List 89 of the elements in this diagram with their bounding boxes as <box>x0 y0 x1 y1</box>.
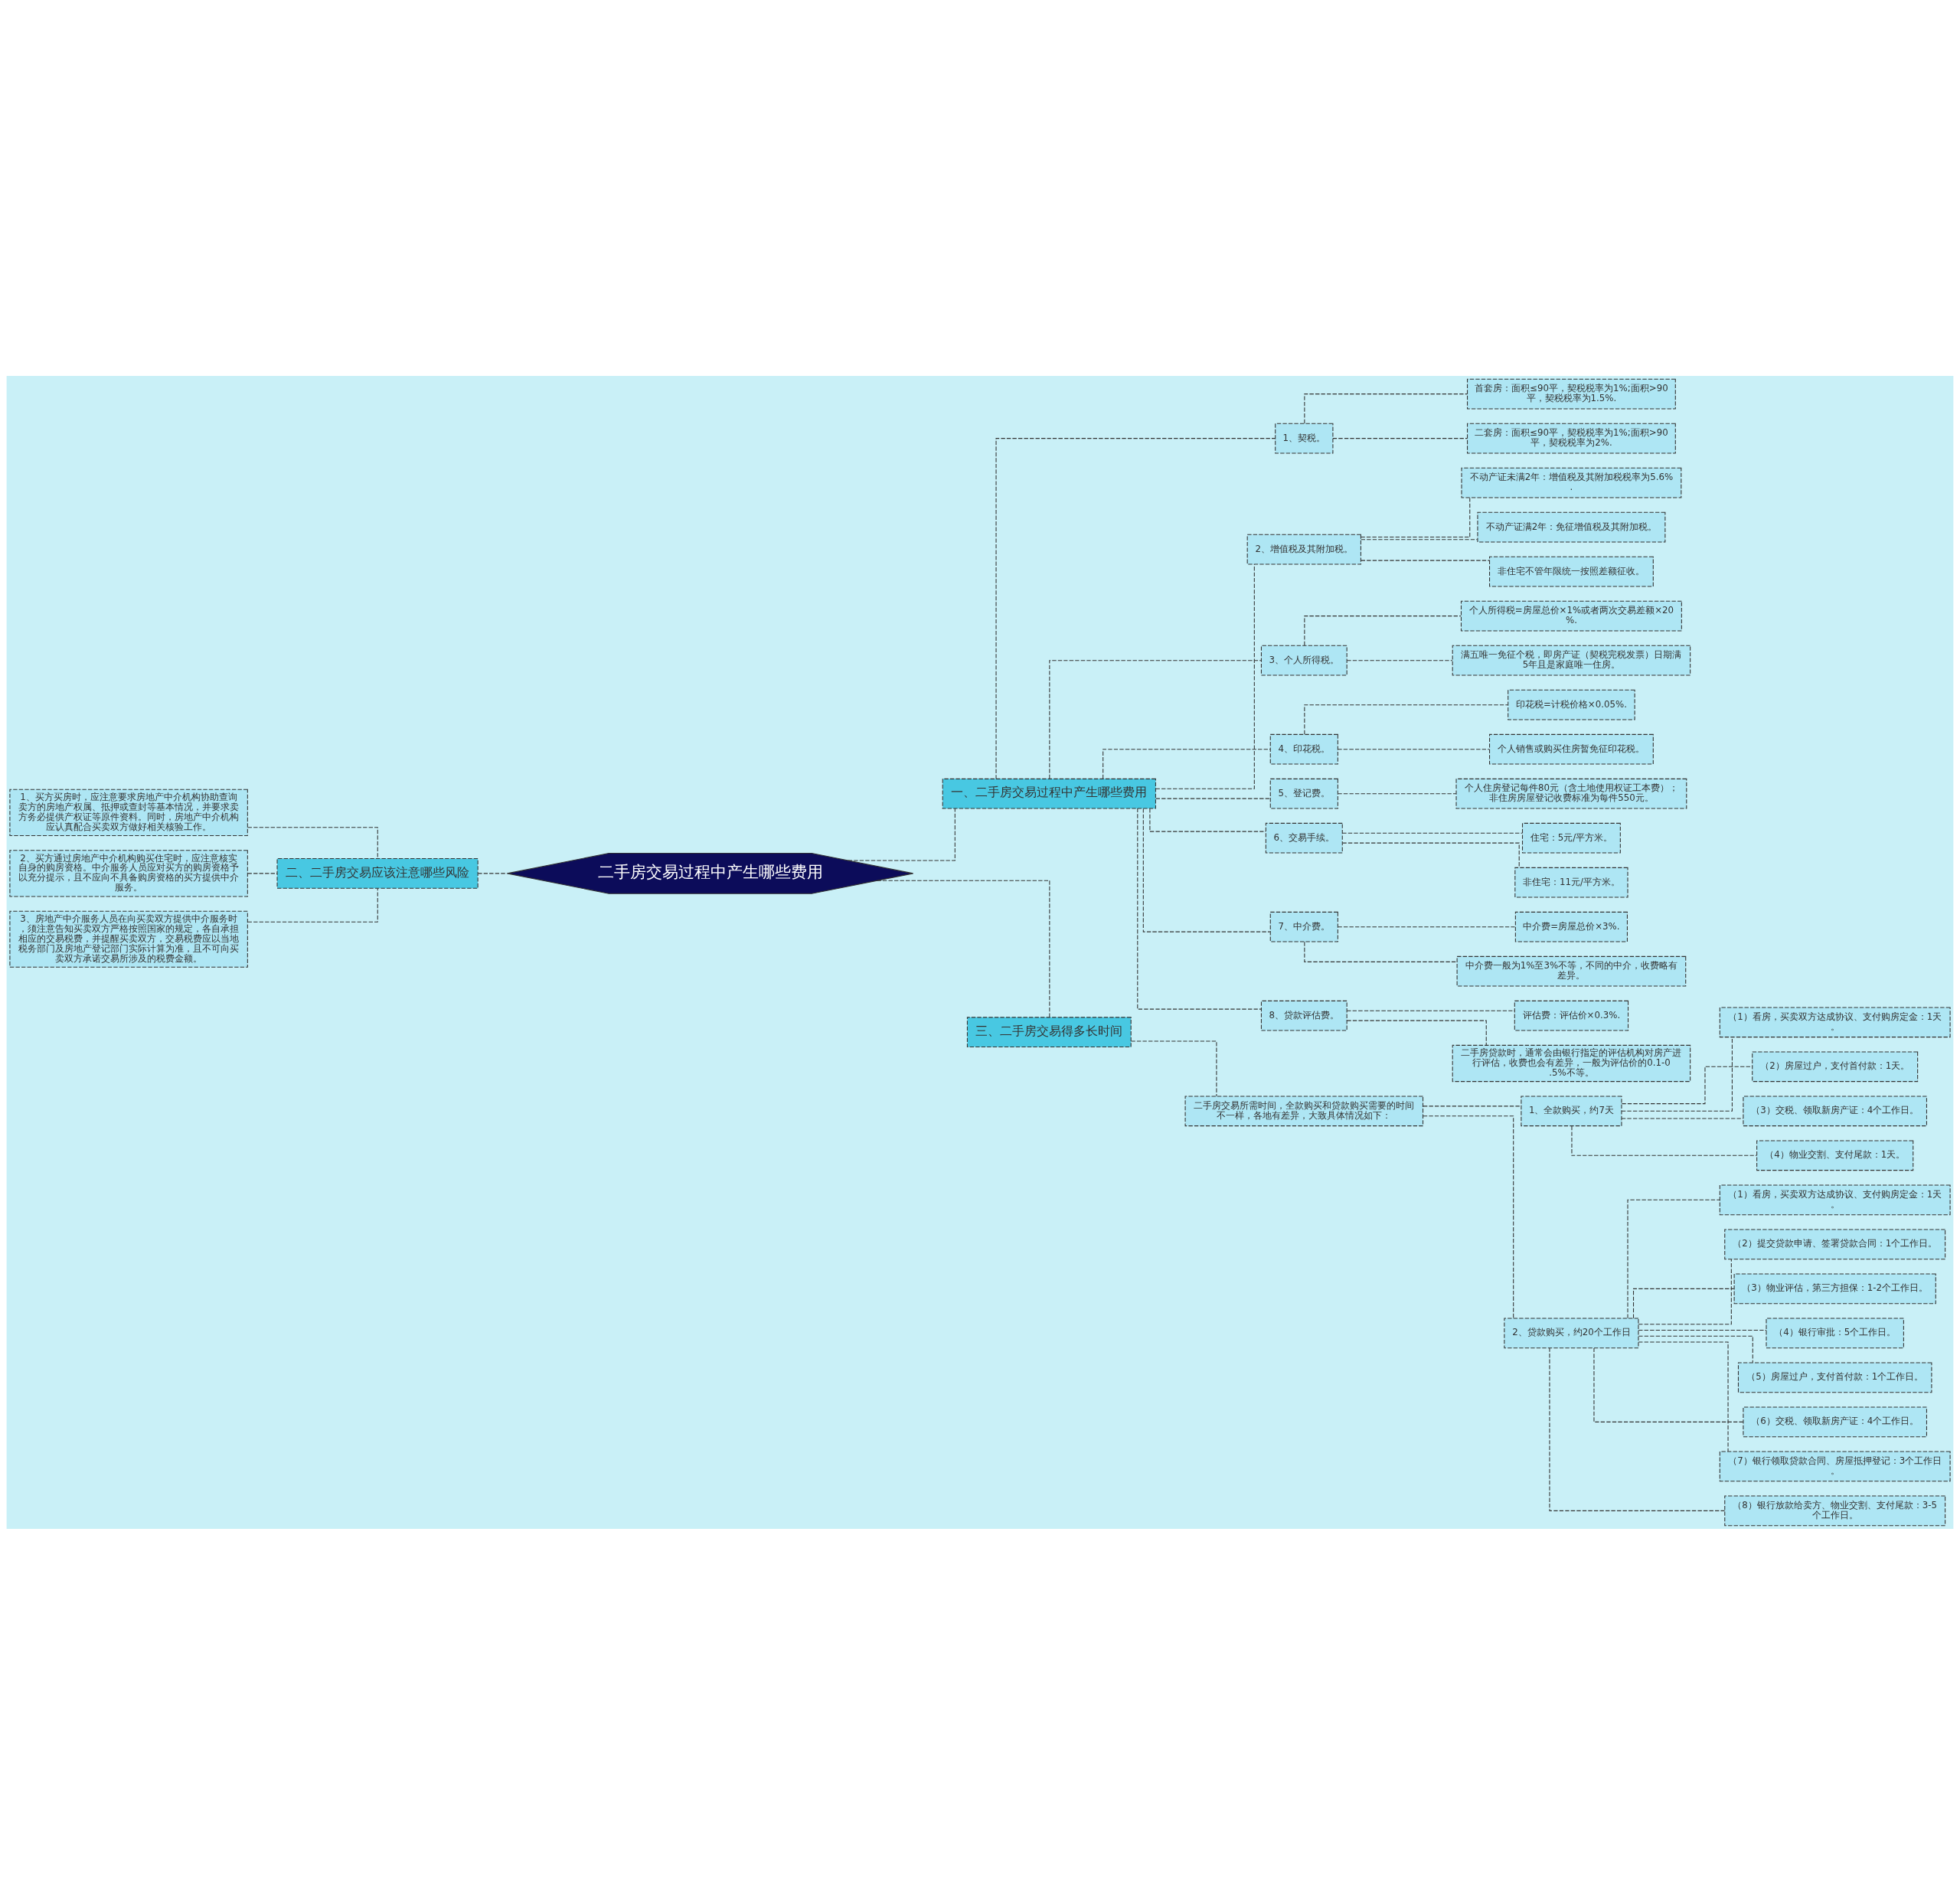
connector <box>1342 842 1520 868</box>
node-box: 二套房：面积≤90平，契税税率为1%;面积>90平，契税税率为2%. <box>1467 423 1676 453</box>
node-box: 7、中介费。 <box>1269 911 1338 942</box>
node-box: 非住宅不管年限统一按照差额征收。 <box>1489 556 1654 587</box>
node-box: （4）物业交割、支付尾款：1天。 <box>1756 1139 1914 1171</box>
connector <box>1338 926 1516 927</box>
node-box: 5、登记费。 <box>1269 778 1338 809</box>
node-box: 不动产证满2年：免征增值税及其附加税。 <box>1477 511 1666 542</box>
node-box: 3、个人所得税。 <box>1260 645 1348 676</box>
node-box: 2、贷款购买，约20个工作日 <box>1504 1317 1639 1348</box>
node-box: （2）房屋过户，支付首付款：1天。 <box>1752 1050 1919 1082</box>
node-box: 非住宅：11元/平方米。 <box>1514 867 1628 898</box>
node-box: 6、交易手续。 <box>1265 822 1343 854</box>
connector <box>995 437 1276 779</box>
node-box: （3）物业评估，第三方担保：1-2个工作日。 <box>1733 1272 1936 1304</box>
connector <box>1638 1258 1732 1324</box>
connector <box>1130 1040 1217 1096</box>
connector <box>1621 1117 1744 1119</box>
node-box: 1、买方买房时，应注意要求房地产中介机构协助查询卖方的房地产权属、抵押或查封等基本情况，并要求卖方务必提供产权证等原件资料。同时，房地产中介机构应认真配合买卖双方做好相关核验工作。 <box>9 789 248 836</box>
node-box: 1、全款购买，约7天 <box>1521 1095 1622 1126</box>
connector <box>1361 560 1490 561</box>
connector <box>1304 615 1462 646</box>
connector <box>1638 1335 1753 1363</box>
node-box: （6）交税、领取新房产证：4个工作日。 <box>1743 1406 1927 1437</box>
connector <box>1304 704 1508 735</box>
connector <box>1142 808 1271 932</box>
node-box: 住宅：5元/平方米。 <box>1521 822 1621 854</box>
node-box: 二、二手房交易应该注意哪些风险 <box>276 857 479 889</box>
connector <box>1621 1066 1753 1104</box>
connector <box>1571 1125 1758 1156</box>
connector <box>1549 1347 1726 1511</box>
node-box: （3）交税、领取新房产证：4个工作日。 <box>1743 1095 1927 1126</box>
node-box: 2、买方通过房地产中介机构购买住宅时，应注意核实自身的购房资格。中介服务人员应对买方的购房资格予以充分提示，且不应向不具备购房资格的买方提供中介服务。 <box>9 849 248 896</box>
node-box: 8、贷款评估费。 <box>1260 1000 1348 1031</box>
node-box: 个人所得税=房屋总价×1%或者两次交易差额×20%. <box>1460 600 1682 632</box>
node-box: 三、二手房交易得多长时间 <box>966 1016 1132 1047</box>
connector <box>1346 659 1453 661</box>
connector <box>1423 1115 1514 1318</box>
connector <box>1633 1288 1735 1318</box>
connector <box>1102 748 1271 779</box>
node-box: 二手房交易所需时间，全款购买和贷款购买需要的时间不一样，各地有差异，大致具体情况如下： <box>1184 1095 1424 1126</box>
connector <box>477 872 508 874</box>
node-box: （2）提交贷款申请、签署贷款合同：1个工作日。 <box>1724 1228 1946 1259</box>
node-box: （1）看房，买卖双方达成协议、支付购房定金：1天。 <box>1719 1184 1951 1215</box>
node-box: 评估费：评估价×0.3%. <box>1514 1000 1629 1031</box>
connector <box>1638 1329 1767 1331</box>
node-box: 2、增值税及其附加税。 <box>1246 534 1361 565</box>
connector <box>1341 832 1523 834</box>
connector <box>1338 792 1457 794</box>
node-box: （8）银行放款给卖方、物业交割、支付尾款：3-5个工作日。 <box>1724 1495 1946 1526</box>
node-box: 首套房：面积≤90平，契税税率为1%;面积>90平，契税税率为1.5%. <box>1467 378 1676 409</box>
node-box: （5）房屋过户，支付首付款：1个工作日。 <box>1737 1362 1932 1393</box>
connector <box>1049 659 1262 779</box>
connector <box>1638 1341 1729 1452</box>
connector <box>1338 748 1490 750</box>
node-box: （7）银行领取贷款合同、房屋抵押登记：3个工作日。 <box>1719 1451 1951 1481</box>
node-box: 中介费=房屋总价×3%. <box>1514 911 1628 942</box>
node-box: 4、印花税。 <box>1269 733 1338 765</box>
node-box: （1）看房，买卖双方达成协议、支付购房定金：1天。 <box>1719 1006 1951 1037</box>
connector <box>1360 496 1471 537</box>
node-box: 满五唯一免征个税，即房产证（契税完税发票）日期满5年且是家庭唯一住房。 <box>1452 645 1691 676</box>
connector <box>247 887 378 923</box>
connector <box>848 808 956 861</box>
node-box: 个人销售或购买住房暂免征印花税。 <box>1489 733 1654 765</box>
connector <box>1149 808 1266 832</box>
connector <box>1627 1199 1720 1318</box>
node-box: 一、二手房交易过程中产生哪些费用 <box>942 778 1156 809</box>
node-box: 不动产证未满2年：增值税及其附加税税率为5.6%. <box>1461 467 1682 498</box>
node-box: 个人住房登记每件80元（含土地使用权证工本费）；非住房房屋登记收费标准为每件550元。 <box>1455 778 1687 809</box>
connector <box>1137 808 1262 1010</box>
node-box: （4）银行审批：5个工作日。 <box>1766 1317 1904 1348</box>
node-box: 1、契税。 <box>1275 423 1334 453</box>
connector <box>1346 1020 1487 1046</box>
connector <box>247 826 378 859</box>
connector <box>1593 1347 1744 1422</box>
node-box: 印花税=计税价格×0.05%. <box>1508 689 1635 720</box>
connector <box>1423 1105 1522 1106</box>
connector <box>1155 798 1271 799</box>
connector <box>1155 563 1255 789</box>
connector <box>1304 393 1468 424</box>
node-box: 中介费一般为1%至3%不等，不同的中介，收费略有差异。 <box>1456 955 1687 987</box>
connector <box>1304 941 1458 962</box>
connector <box>1332 437 1468 439</box>
connector <box>247 872 278 874</box>
node-box: 3、房地产中介服务人员在向买卖双方提供中介服务时，须注意告知买卖双方严格按照国家的规定，各自承担相应的交易税费，并提醒买卖双方，交易税费应以当地税务部门及房地产登记部门实际计算为准，且不可向买卖双方承诺交易所涉及的税费金额。 <box>9 910 248 968</box>
connector <box>1346 1010 1515 1011</box>
node-box: 二手房贷款时，通常会由银行指定的评估机构对房产进行评估，收费也会有差异，一般为评估价的0.1-0.5%不等。 <box>1452 1044 1691 1082</box>
connector <box>1361 538 1478 540</box>
connector <box>876 880 1050 1017</box>
